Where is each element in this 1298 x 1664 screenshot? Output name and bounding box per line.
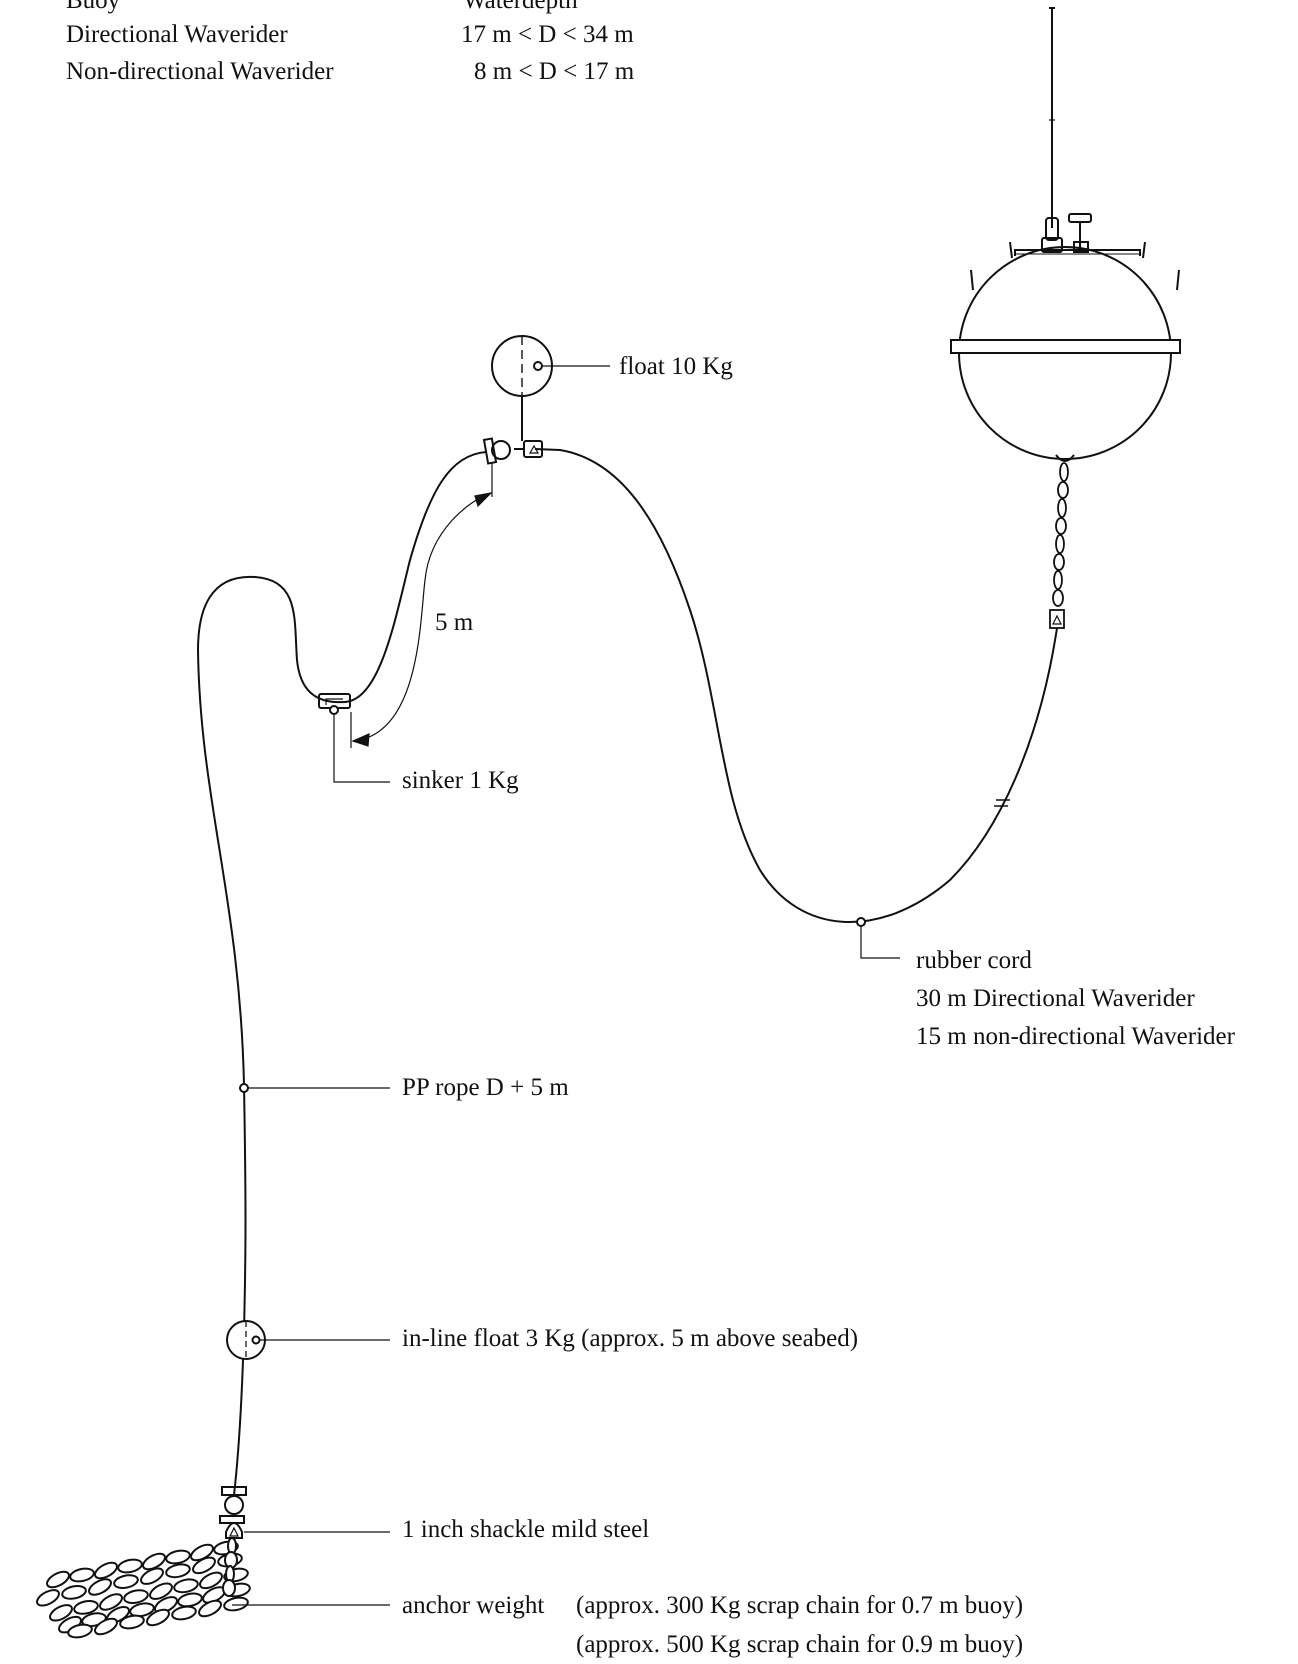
shackle-1inch [219, 1486, 390, 1539]
anchor-chain-link [123, 1589, 149, 1604]
anchor-chain-link [177, 1592, 203, 1608]
anchor-chain-link [73, 1600, 99, 1615]
anchor-chain-link [154, 1596, 178, 1614]
table-row-1-depth: 17 m < D < 34 m [461, 21, 634, 48]
anchor-chain-pile [36, 1537, 251, 1639]
table-row-1-buoy: Directional Waverider [66, 21, 288, 48]
anchor-chain-link [165, 1563, 191, 1579]
anchor-chain-link [173, 1578, 199, 1594]
anchor-chain-link [94, 1561, 118, 1580]
anchor-line-1: (approx. 300 Kg scrap chain for 0.7 m bu… [576, 1592, 1024, 1619]
anchor-chain-link [49, 1604, 73, 1622]
anchor-chain-link [129, 1602, 155, 1618]
anchor-chain-link [61, 1585, 87, 1600]
rubber-cord-label: rubber cord [916, 947, 1032, 974]
anchor-chain-link [94, 1617, 118, 1636]
anchor-chain-link [198, 1599, 222, 1618]
anchor-chain-link [36, 1589, 60, 1607]
inline-float-3kg [226, 1320, 390, 1360]
anchor-chain-link [117, 1558, 143, 1574]
pp-rope [196, 451, 487, 1496]
anchor-chain-link [88, 1578, 112, 1596]
rubber-cord-nondirectional: 15 m non-directional Waverider [916, 1023, 1235, 1050]
anchor-chain-link [165, 1549, 191, 1565]
table-row-2-buoy: Non-directional Waverider [66, 58, 334, 85]
anchor-chain-link [199, 1571, 223, 1590]
anchor-chain-link [146, 1608, 170, 1627]
anchor-chain-link [223, 1596, 249, 1612]
anchor-line-2: (approx. 500 Kg scrap chain for 0.9 m bu… [576, 1631, 1024, 1658]
float-connector [482, 437, 543, 465]
sinker-label: sinker 1 Kg [402, 767, 519, 794]
anchor-label: anchor weight [402, 1592, 545, 1619]
anchor-chain-link [113, 1574, 139, 1589]
rubber-cord-directional: 30 m Directional Waverider [916, 985, 1195, 1012]
buoy-chain [1049, 462, 1069, 629]
dimension-label: 5 m [435, 609, 474, 636]
anchor-chain-link [149, 1582, 173, 1600]
waverider-buoy [950, 7, 1181, 462]
anchor-chain-link [140, 1567, 164, 1585]
table-row-2-depth: 8 m < D < 17 m [474, 58, 635, 85]
sinker-1kg [318, 693, 390, 783]
anchor-chain-link [142, 1552, 166, 1571]
dimension-5m [350, 462, 493, 748]
anchor-chain-link [171, 1605, 197, 1621]
anchor-chain-link [46, 1570, 70, 1589]
inline-float-label: in-line float 3 Kg (approx. 5 m above se… [402, 1325, 859, 1352]
anchor-chain-link [192, 1556, 216, 1575]
anchor-chain-link [67, 1623, 93, 1639]
table-header-depth: Waterdepth [463, 0, 578, 14]
float-label: float 10 Kg [619, 353, 733, 380]
anchor-chain-link [222, 1579, 236, 1597]
anchor-chain-link [119, 1614, 145, 1630]
anchor-chain-link [99, 1593, 123, 1611]
shackle-label: 1 inch shackle mild steel [402, 1516, 650, 1543]
table-header-buoy: Buoy [66, 0, 121, 14]
float-10kg [491, 335, 610, 441]
anchor-chain-link [69, 1567, 95, 1583]
rubber-cord [534, 448, 1058, 923]
pp-rope-label: PP rope D + 5 m [402, 1074, 569, 1101]
